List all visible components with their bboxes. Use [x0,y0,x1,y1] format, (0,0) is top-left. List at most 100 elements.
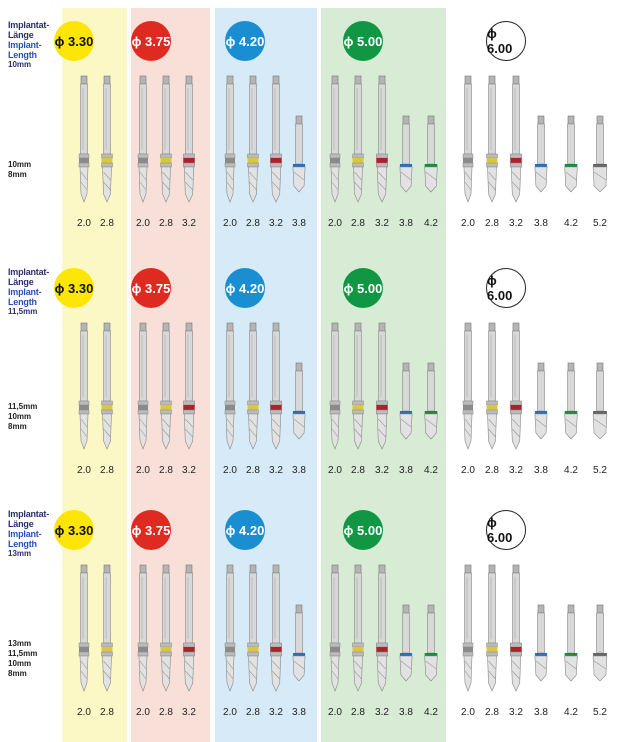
drill-2-8 [101,322,113,450]
drill-3-2 [270,75,282,203]
drill-2-0 [78,75,90,203]
drill-3-8 [399,115,413,193]
drill-4-2 [424,115,438,193]
drill-size-label: 2.8 [159,465,173,476]
diameter-badge-1: ϕ 3.30 [54,510,94,550]
drill-size-label: 2.8 [351,465,365,476]
drill-size-label: 4.2 [564,218,578,229]
depth-mark-1: 10mm [8,160,32,169]
drill-size-label: 2.0 [461,707,475,718]
drill-size-label: 3.2 [182,218,196,229]
drill-4-2 [424,362,438,440]
drill-2-0 [224,564,236,692]
drill-size-label: 3.8 [399,465,413,476]
drill-3-2 [270,322,282,450]
drill-2-0 [462,564,474,692]
drill-2-8 [160,564,172,692]
drill-3-2 [376,322,388,450]
drill-size-label: 2.8 [246,465,260,476]
drill-2-8 [247,564,259,692]
drill-size-label: 2.8 [485,707,499,718]
diameter-badge-4: ϕ 5.00 [343,21,383,61]
drill-size-label: 2.0 [136,218,150,229]
drill-size-label: 2.8 [246,218,260,229]
diameter-badge-1: ϕ 3.30 [54,21,94,61]
diameter-badge-2: ϕ 3.75 [131,268,171,308]
implant-length-value: 11,5mm [8,307,38,316]
drill-size-label: 2.8 [485,218,499,229]
drill-size-label: 4.2 [564,707,578,718]
drill-size-label: 5.2 [593,218,607,229]
drill-size-label: 3.8 [399,707,413,718]
drill-5-2 [592,362,608,440]
drill-size-label: 2.0 [136,465,150,476]
drill-2-8 [486,75,498,203]
side-label-de: Implantat- [8,509,50,519]
drill-2-8 [352,322,364,450]
drill-size-label: 2.8 [159,218,173,229]
drill-2-8 [101,564,113,692]
diameter-badge-3: ϕ 4.20 [225,21,265,61]
drill-size-label: 2.8 [100,707,114,718]
drill-size-label: 2.0 [328,218,342,229]
drill-size-label: 2.0 [136,707,150,718]
drill-2-8 [486,322,498,450]
drill-size-label: 2.8 [351,218,365,229]
drill-size-label: 2.8 [100,218,114,229]
diameter-badge-4: ϕ 5.00 [343,268,383,308]
drill-size-label: 4.2 [424,707,438,718]
drill-3-2 [510,75,522,203]
drill-size-label: 3.2 [269,465,283,476]
side-label-de-2: Länge [8,30,34,40]
implant-length-value: 10mm [8,60,32,69]
drill-size-label: 2.0 [223,465,237,476]
drill-5-2 [592,604,608,682]
drill-2-0 [329,564,341,692]
side-label-en-2: Length [8,297,37,307]
drill-2-8 [160,75,172,203]
drill-size-label: 3.8 [534,465,548,476]
depth-mark-2: 8mm [8,170,27,179]
drill-size-label: 2.8 [159,707,173,718]
drill-3-8 [534,115,548,193]
drill-2-8 [247,75,259,203]
drill-size-label: 3.8 [292,707,306,718]
drill-2-8 [101,75,113,203]
drill-3-2 [183,564,195,692]
depth-mark-1: 13mm [8,639,32,648]
drill-size-label: 2.0 [328,465,342,476]
side-label-en: Implant- [8,529,42,539]
drill-size-label: 2.0 [77,707,91,718]
drill-size-label: 2.8 [246,707,260,718]
drill-size-label: 2.0 [461,218,475,229]
drill-size-label: 3.8 [292,218,306,229]
drill-4-2 [564,362,578,440]
side-label-en: Implant- [8,40,42,50]
drill-2-8 [352,564,364,692]
side-label-en-2: Length [8,50,37,60]
diameter-badge-5: ϕ 6.00 [486,21,526,61]
drill-3-2 [376,75,388,203]
drill-size-label: 3.8 [399,218,413,229]
diameter-badge-3: ϕ 4.20 [225,268,265,308]
drill-size-label: 2.0 [223,707,237,718]
drill-2-0 [329,322,341,450]
drill-size-label: 5.2 [593,465,607,476]
drill-3-2 [510,564,522,692]
drill-size-label: 3.8 [534,707,548,718]
drill-2-0 [137,564,149,692]
drill-2-0 [137,322,149,450]
diameter-badge-4: ϕ 5.00 [343,510,383,550]
drill-2-8 [486,564,498,692]
side-label-de-2: Länge [8,277,34,287]
drill-4-2 [564,604,578,682]
drill-3-2 [183,322,195,450]
side-label-de: Implantat- [8,20,50,30]
drill-size-label: 2.0 [461,465,475,476]
drill-2-0 [78,322,90,450]
